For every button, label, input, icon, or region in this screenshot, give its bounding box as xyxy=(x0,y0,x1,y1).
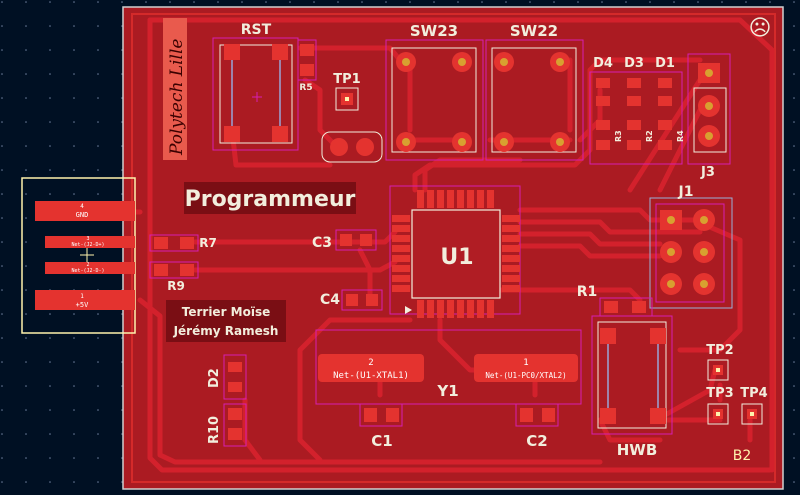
ref-C3: C3 xyxy=(312,235,332,251)
ref-Y1: Y1 xyxy=(436,382,458,400)
testpoint-tp4[interactable]: TP4 xyxy=(740,386,768,425)
author-1: Terrier Moïse xyxy=(182,305,271,319)
ref-RST: RST xyxy=(241,22,272,38)
ref-C4: C4 xyxy=(320,292,340,308)
led-resistor-array[interactable]: D4 D3 D1 R3 R2 R4 xyxy=(589,56,685,165)
header-j3[interactable]: J3 xyxy=(687,53,731,180)
ref-R10: R10 xyxy=(207,416,222,444)
y1-pin2-net: Net-(U1-XTAL1) xyxy=(333,371,409,381)
usb-pin4-num: 4 xyxy=(80,203,84,210)
ref-TP3: TP3 xyxy=(706,386,733,401)
ref-TP1: TP1 xyxy=(333,72,360,87)
ref-R9: R9 xyxy=(167,279,185,293)
usb-pin2-num: 2 xyxy=(86,262,89,268)
ref-R5: R5 xyxy=(299,83,312,93)
hwb-switch[interactable]: HWB xyxy=(591,315,673,459)
usb-connector[interactable]: 4 GND 3 Net-(J2-D+) 2 Net-(J2-D-) 1 +5V xyxy=(21,177,136,334)
isp-header-j1[interactable]: J1 xyxy=(649,184,733,309)
capacitor-c3[interactable]: C3 xyxy=(312,229,377,251)
sad-face-icon: ☹ xyxy=(749,16,772,41)
school-label-bg xyxy=(163,18,187,160)
mcu-u1[interactable]: U1 xyxy=(389,185,521,318)
y1-pin1-net: Net-(U1-PC0/XTAL2) xyxy=(485,371,566,380)
ref-C1: C1 xyxy=(371,432,392,450)
capacitor-c4[interactable]: C4 xyxy=(320,289,383,311)
testpoint-tp1[interactable]: TP1 xyxy=(333,72,361,111)
ref-D4: D4 xyxy=(593,56,613,71)
ref-J3: J3 xyxy=(700,165,715,180)
switch-sw23[interactable]: SW23 xyxy=(385,22,484,161)
usb-pin3-num: 3 xyxy=(86,236,89,242)
resistor-r5[interactable]: R5 xyxy=(297,39,317,93)
capacitor-c2[interactable]: C2 xyxy=(515,403,559,450)
usb-pin2-net: Net-(J2-D-) xyxy=(71,268,104,274)
resistor-r10[interactable]: R10 xyxy=(207,403,247,447)
ref-D2: D2 xyxy=(207,368,222,388)
ref-R1: R1 xyxy=(577,284,598,300)
ref-R4: R4 xyxy=(676,130,685,142)
led-d2[interactable]: D2 xyxy=(207,354,247,400)
author-2: Jérémy Ramesh xyxy=(173,324,279,338)
ref-R2: R2 xyxy=(645,130,654,142)
ref-B2: B2 xyxy=(733,448,752,464)
y1-pin1-num: 1 xyxy=(523,358,528,368)
crystal-y1[interactable]: 2 Net-(U1-XTAL1) 1 Net-(U1-PC0/XTAL2) Y1 xyxy=(315,329,582,405)
testpoint-tp3[interactable]: TP3 xyxy=(706,386,734,425)
authors-bg xyxy=(166,300,286,342)
switch-sw22[interactable]: SW22 xyxy=(485,22,584,161)
usb-pin4-net: GND xyxy=(76,211,89,219)
usb-pin1-num: 1 xyxy=(80,293,84,300)
capacitor-c1[interactable]: C1 xyxy=(359,403,403,450)
resistor-r9[interactable]: R9 xyxy=(149,261,199,293)
resistor-r7[interactable]: R7 xyxy=(149,234,217,252)
usb-pin3-net: Net-(J2-D+) xyxy=(71,242,104,248)
ref-SW22: SW22 xyxy=(510,22,558,40)
ref-D3: D3 xyxy=(624,56,644,71)
school-label: Polytech Lille xyxy=(167,39,187,156)
ref-HWB: HWB xyxy=(617,441,658,459)
solder-jumper[interactable] xyxy=(321,131,383,163)
y1-pin2-num: 2 xyxy=(368,358,373,368)
title-bg xyxy=(184,182,356,214)
ref-SW23: SW23 xyxy=(410,22,458,40)
board-title: Programmeur xyxy=(185,187,356,212)
ref-R7: R7 xyxy=(199,236,217,250)
ref-R3: R3 xyxy=(614,130,623,142)
ref-TP2: TP2 xyxy=(706,343,733,358)
ref-J1: J1 xyxy=(678,184,694,200)
rst-switch[interactable]: RST xyxy=(212,22,299,151)
testpoint-tp2[interactable]: TP2 xyxy=(706,343,734,381)
usb-pin1-net: +5V xyxy=(76,301,89,309)
ref-U1: U1 xyxy=(440,245,473,270)
ref-D1: D1 xyxy=(655,56,675,71)
ref-C2: C2 xyxy=(526,432,547,450)
ref-TP4: TP4 xyxy=(740,386,767,401)
